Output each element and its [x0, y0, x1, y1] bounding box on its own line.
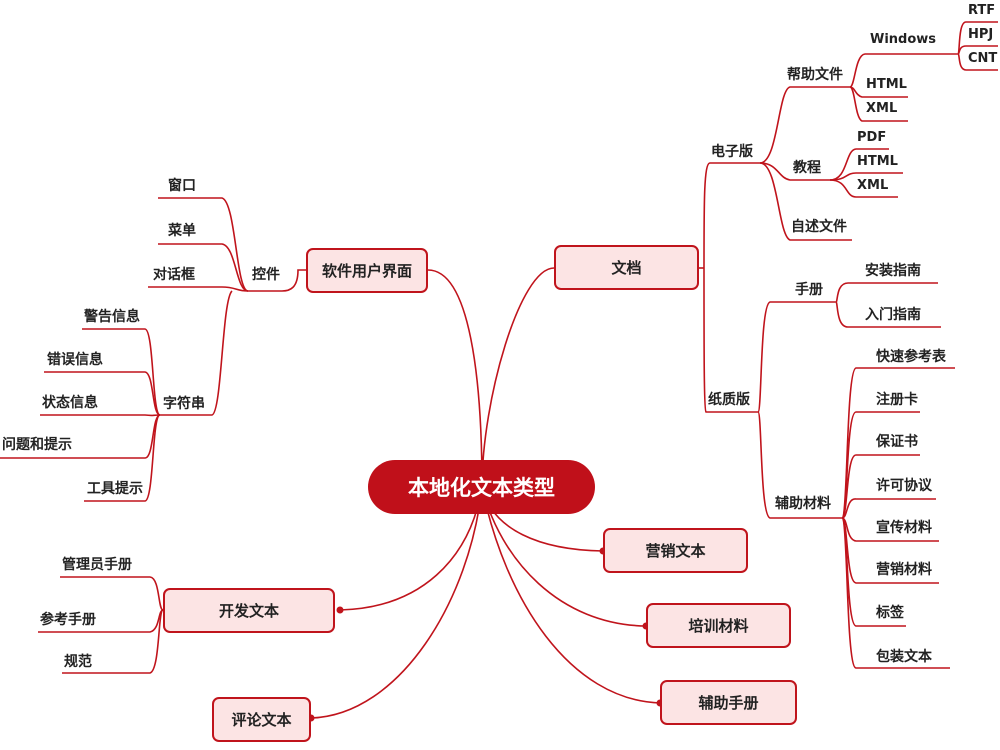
node-admin-manual[interactable]: 管理员手册	[62, 557, 132, 573]
node-help-html[interactable]: HTML	[866, 77, 907, 92]
node-license[interactable]: 许可协议	[876, 478, 932, 494]
node-strings[interactable]: 字符串	[163, 396, 205, 412]
node-error-msg[interactable]: 错误信息	[47, 352, 103, 368]
branch-docs[interactable]: 文档	[554, 245, 699, 290]
node-questions-prompts[interactable]: 问题和提示	[2, 437, 72, 453]
node-getting-started[interactable]: 入门指南	[865, 307, 921, 323]
node-aux-materials[interactable]: 辅助材料	[775, 496, 831, 512]
node-tooltips[interactable]: 工具提示	[87, 481, 143, 497]
node-controls[interactable]: 控件	[252, 267, 280, 283]
node-tutorial-xml[interactable]: XML	[857, 178, 889, 193]
branch-training[interactable]: 培训材料	[646, 603, 791, 648]
node-menu[interactable]: 菜单	[168, 223, 196, 239]
node-help-xml[interactable]: XML	[866, 101, 898, 116]
node-packaging-text[interactable]: 包装文本	[876, 649, 932, 665]
node-marketing-materials[interactable]: 营销材料	[876, 562, 932, 578]
node-warning-msg[interactable]: 警告信息	[84, 309, 140, 325]
node-status-msg[interactable]: 状态信息	[42, 395, 98, 411]
node-dialog[interactable]: 对话框	[153, 267, 195, 283]
node-tutorial-pdf[interactable]: PDF	[857, 130, 887, 145]
root-topic[interactable]: 本地化文本类型	[368, 460, 595, 514]
node-window[interactable]: 窗口	[168, 178, 196, 194]
node-promo[interactable]: 宣传材料	[876, 520, 932, 536]
node-tutorial-html[interactable]: HTML	[857, 154, 898, 169]
node-paper[interactable]: 纸质版	[708, 392, 750, 408]
branch-software-ui[interactable]: 软件用户界面	[306, 248, 428, 293]
node-manual[interactable]: 手册	[795, 282, 823, 298]
node-help-files[interactable]: 帮助文件	[787, 67, 843, 83]
node-specification[interactable]: 规范	[64, 654, 92, 670]
node-labels[interactable]: 标签	[876, 605, 904, 621]
node-install-guide[interactable]: 安装指南	[865, 263, 921, 279]
node-reg-card[interactable]: 注册卡	[876, 392, 918, 408]
node-electronic[interactable]: 电子版	[711, 144, 753, 160]
node-tutorial[interactable]: 教程	[793, 160, 821, 176]
node-reference-manual[interactable]: 参考手册	[40, 612, 96, 628]
node-hpj[interactable]: HPJ	[968, 27, 994, 42]
node-readme[interactable]: 自述文件	[791, 219, 847, 235]
branch-marketing-text[interactable]: 营销文本	[603, 528, 748, 573]
node-cnt[interactable]: CNT	[968, 51, 998, 66]
branch-dev-text[interactable]: 开发文本	[163, 588, 335, 633]
node-rtf[interactable]: RTF	[968, 3, 996, 18]
node-windows[interactable]: Windows	[870, 32, 937, 47]
node-quick-ref[interactable]: 快速参考表	[876, 349, 946, 365]
branch-aux-manual[interactable]: 辅助手册	[660, 680, 797, 725]
node-warranty[interactable]: 保证书	[876, 434, 918, 450]
branch-review-text[interactable]: 评论文本	[212, 697, 311, 742]
